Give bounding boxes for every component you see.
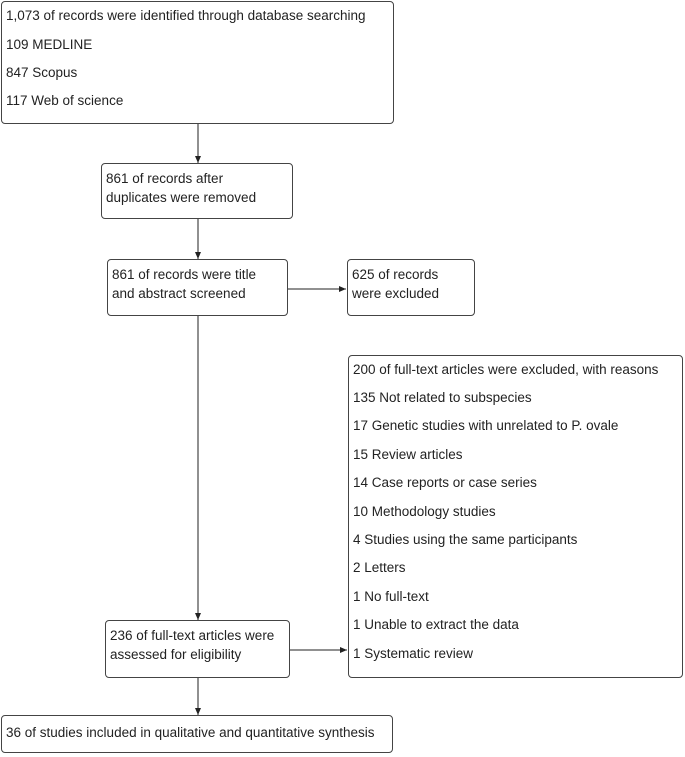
fulltext-excluded-reason: 1 Unable to extract the data xyxy=(353,617,519,632)
fulltext-excluded-reason: 15 Review articles xyxy=(353,447,463,462)
fulltext-excluded-reason: 17 Genetic studies with unrelated to P. … xyxy=(353,418,619,433)
screened-box: 861 of records were title and abstract s… xyxy=(107,259,288,316)
included-box: 36 of studies included in qualitative an… xyxy=(1,715,393,753)
fulltext-excluded-box: 200 of full-text articles were excluded,… xyxy=(348,355,683,678)
fulltext-excluded-reason: 2 Letters xyxy=(353,560,406,575)
fulltext-excluded-reason: 1 Systematic review xyxy=(353,646,474,661)
identification-scopus-text: 847 Scopus xyxy=(6,65,78,80)
eligibility-line-2: assessed for eligibility xyxy=(110,647,242,662)
included-text: 36 of studies included in qualitative an… xyxy=(6,725,375,740)
fulltext-excluded-reason: 4 Studies using the same participants xyxy=(353,532,578,547)
identification-box: 1,073 of records were identified through… xyxy=(1,1,394,124)
duplicates-removed-line-1: 861 of records after xyxy=(106,171,224,186)
identification-medline-text: 109 MEDLINE xyxy=(6,37,93,52)
excluded-records-line-2: were excluded xyxy=(352,286,440,301)
fulltext-excluded-reason: 1 No full-text xyxy=(353,589,429,604)
duplicates-removed-line-2: duplicates were removed xyxy=(106,190,257,205)
identification-wos-text: 117 Web of science xyxy=(6,93,124,108)
eligibility-box: 236 of full-text articles were assessed … xyxy=(105,620,290,678)
excluded-records-line-1: 625 of records xyxy=(352,267,439,282)
fulltext-excluded-reason: 135 Not related to subspecies xyxy=(353,390,532,405)
screened-line-1: 861 of records were title xyxy=(112,267,257,282)
excluded-records-box: 625 of records were excluded xyxy=(347,259,475,316)
duplicates-removed-box: 861 of records after duplicates were rem… xyxy=(101,163,293,219)
fulltext-excluded-reason: 10 Methodology studies xyxy=(353,504,496,519)
fulltext-excluded-reason: 14 Case reports or case series xyxy=(353,475,537,490)
fulltext-excluded-total-text: 200 of full-text articles were excluded,… xyxy=(353,362,659,377)
eligibility-line-1: 236 of full-text articles were xyxy=(110,628,275,643)
identification-total-text: 1,073 of records were identified through… xyxy=(6,8,366,23)
screened-line-2: and abstract screened xyxy=(112,286,246,301)
